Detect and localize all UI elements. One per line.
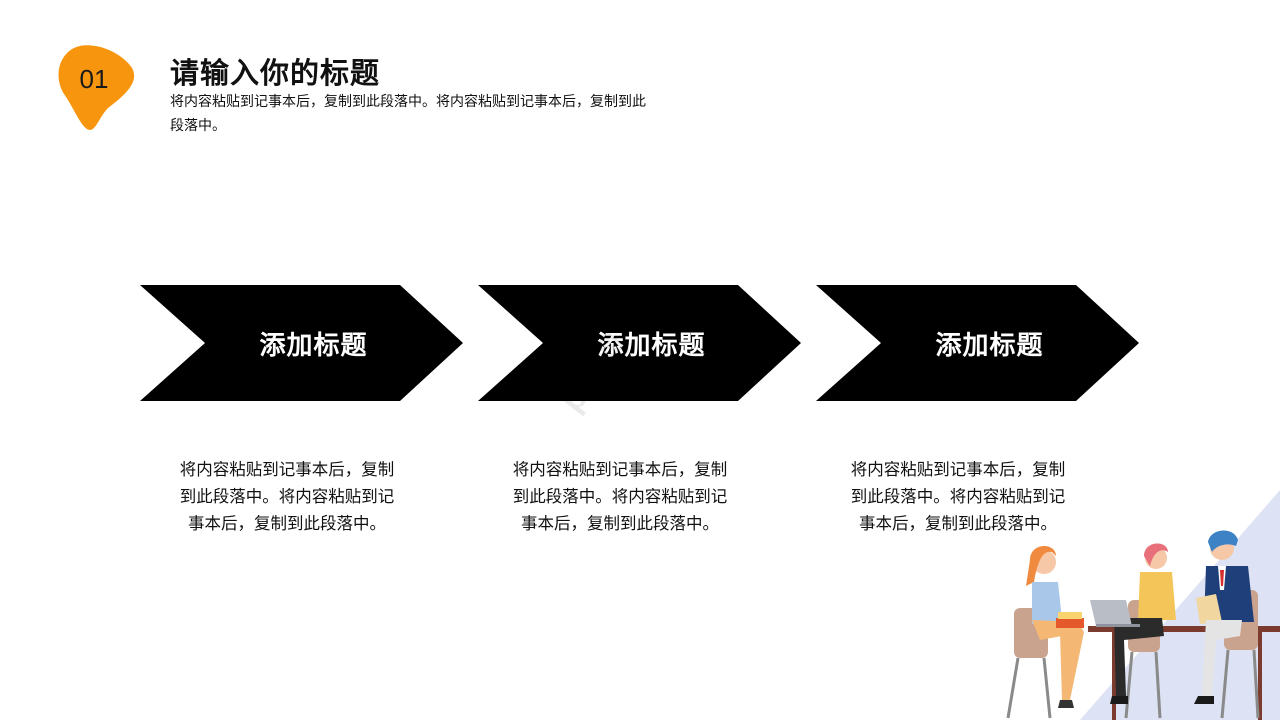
chevron-shape [816,285,1139,401]
step-arrow-2: 添加标题 [478,285,803,401]
chevron-shape [140,285,463,401]
step-title-1: 添加标题 [259,330,368,361]
chevron-shape [478,285,801,401]
step-description-3: 将内容粘贴到记事本后，复制到此段落中。将内容粘贴到记事本后，复制到此段落中。 [850,460,1066,533]
step-title-2: 添加标题 [597,330,706,361]
step-arrow-3: 添加标题 [816,285,1141,401]
page-subtitle: 将内容粘贴到记事本后，复制到此段落中。将内容粘贴到记事本后，复制到此段落中。 [170,94,646,134]
badge-shape [58,45,135,131]
step-arrow-1: 添加标题 [140,285,465,401]
office-team-illustration [1000,490,1280,720]
number-badge: 01 [56,44,136,132]
step-title-3: 添加标题 [935,330,1044,361]
badge-number: 01 [79,64,109,94]
step-description-1: 将内容粘贴到记事本后，复制到此段落中。将内容粘贴到记事本后，复制到此段落中。 [179,460,395,533]
step-description-2: 将内容粘贴到记事本后，复制到此段落中。将内容粘贴到记事本后，复制到此段落中。 [512,460,728,533]
page-title: 请输入你的标题 [170,56,381,90]
